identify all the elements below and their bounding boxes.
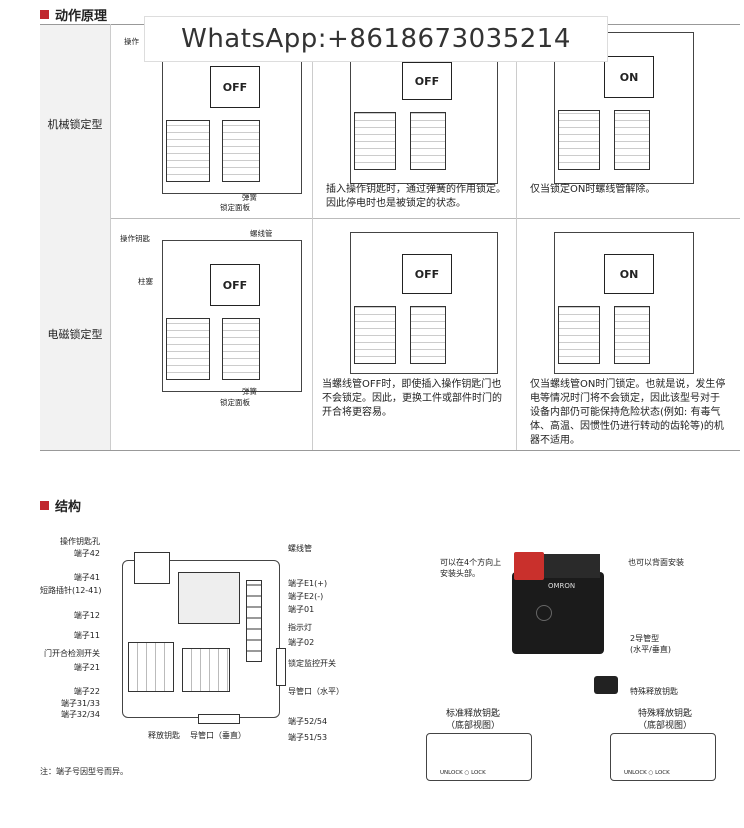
caption-em-2: 当螺线管OFF时，即使插入操作钥匙门也不会锁定。因此，更换工件或部件时门的开合将… xyxy=(322,379,502,418)
structure-note: 注：端子号因型号而异。 xyxy=(40,767,128,776)
mech-block-2a xyxy=(354,112,396,170)
structure-right-label: 端子01 xyxy=(288,605,315,614)
em-coil-3: ON xyxy=(604,254,654,294)
col-divider-1 xyxy=(110,24,111,450)
structure-left-label: 端子22 xyxy=(73,687,100,696)
key-hole xyxy=(134,552,170,584)
product-head xyxy=(514,552,544,580)
structure-left-label: 端子32/34 xyxy=(60,710,100,719)
mech-block-3a xyxy=(558,110,600,170)
em-block-3b xyxy=(614,306,650,364)
structure-right-label: 端子E2(-) xyxy=(288,592,324,601)
product-lamp xyxy=(536,605,552,621)
row-label-electromagnetic: 电磁锁定型 xyxy=(47,328,103,341)
section-title-principle: 动作原理 xyxy=(40,5,107,24)
label-conduit-vertical: 导管口（垂直） xyxy=(190,731,246,740)
section-title-structure: 结构 xyxy=(40,496,81,515)
special-key-view: （底部视图） xyxy=(638,721,693,731)
em-coil-1: OFF xyxy=(210,264,260,306)
row-label-mechanical: 机械锁定型 xyxy=(47,118,103,131)
label-operation-key: 操作钥匙 xyxy=(120,234,150,243)
section-title-text: 结构 xyxy=(55,500,82,515)
brand-label: OMRON xyxy=(548,582,576,590)
label-spring-2: 弹簧 xyxy=(242,387,257,396)
terminal-strip-right xyxy=(246,580,262,662)
photo-note-conduit-dir: (水平/垂直) xyxy=(630,645,671,654)
photo-note-back: 也可以背面安装 xyxy=(628,558,684,567)
em-block-3a xyxy=(558,306,600,364)
label-lock-plate-1: 锁定面板 xyxy=(220,203,250,212)
structure-left-label: 端子42 xyxy=(73,549,100,558)
label-spring-1: 弹簧 xyxy=(242,193,257,202)
structure-right-label: 指示灯 xyxy=(288,623,312,632)
label-solenoid: 螺线管 xyxy=(250,229,273,238)
mech-coil-3: ON xyxy=(604,56,654,98)
col-divider-2 xyxy=(312,24,313,450)
product-key-slot xyxy=(544,554,600,578)
caption-em-3: 仅当螺线管ON时门锁定。也就是说，发生停电等情况时门将不会锁定，因此该型号对于设… xyxy=(530,379,726,446)
structure-left-label: 短路插针(12-41) xyxy=(40,586,102,595)
structure-left-label: 端子31/33 xyxy=(60,699,100,708)
table-bottom-border xyxy=(40,450,740,451)
solenoid-box xyxy=(178,572,240,624)
structure-left-label: 端子21 xyxy=(73,663,100,672)
structure-right-label: 导管口（水平） xyxy=(288,687,344,696)
structure-left-label: 端子41 xyxy=(73,573,100,582)
label-lock-plate-2: 锁定面板 xyxy=(220,398,250,407)
structure-right-label: 端子02 xyxy=(288,638,315,647)
caption-mech-3: 仅当锁定ON时螺线管解除。 xyxy=(530,184,656,195)
mech-block-3b xyxy=(614,110,650,170)
structure-right-label: 端子51/53 xyxy=(288,733,328,742)
table-mid-border xyxy=(40,218,740,219)
structure-left-label: 操作钥匙孔 xyxy=(60,537,100,546)
caption-mech-2: 插入操作钥匙时，通过弹簧的作用锁定。因此停电时也是被锁定的状态。 xyxy=(326,184,506,209)
top-label: 操作 xyxy=(124,37,139,46)
standard-key-drawing xyxy=(426,733,532,781)
mech-coil-2: OFF xyxy=(402,62,452,100)
structure-right-label: 端子52/54 xyxy=(288,717,328,726)
mech-coil-1: OFF xyxy=(210,66,260,108)
standard-unlock-lock: UNLOCK ○ LOCK xyxy=(440,770,486,776)
col-divider-3 xyxy=(516,24,517,450)
structure-right-label: 端子E1(+) xyxy=(288,579,328,588)
watermark-banner: WhatsApp:+8618673035214 xyxy=(144,16,608,62)
special-unlock-lock: UNLOCK ○ LOCK xyxy=(624,770,670,776)
special-key-title: 特殊释放钥匙 xyxy=(638,709,693,719)
mech-block-1a xyxy=(166,120,210,182)
em-block-2a xyxy=(354,306,396,364)
standard-key-title: 标准释放钥匙 xyxy=(446,709,501,719)
em-block-2b xyxy=(410,306,446,364)
section-marker xyxy=(40,501,49,510)
structure-left-label: 端子11 xyxy=(73,631,100,640)
mech-block-1b xyxy=(222,120,260,182)
structure-left-label: 端子12 xyxy=(73,611,100,620)
label-release-key: 释放钥匙 xyxy=(148,731,180,740)
terminal-block-mid xyxy=(182,648,230,692)
photo-note-head: 可以在4个方向上安装头部。 xyxy=(440,558,502,578)
structure-left-label: 门开合检测开关 xyxy=(44,649,100,658)
em-block-1b xyxy=(222,318,260,380)
special-key-drawing xyxy=(610,733,716,781)
structure-right-label: 锁定监控开关 xyxy=(288,659,336,668)
product-photo xyxy=(512,572,604,654)
conduit-horizontal xyxy=(276,648,286,686)
terminal-block-left xyxy=(128,642,174,692)
section-marker xyxy=(40,10,49,19)
mech-block-2b xyxy=(410,112,446,170)
section-title-text: 动作原理 xyxy=(55,9,108,24)
standard-key-view: （底部视图） xyxy=(446,721,501,731)
conduit-vertical xyxy=(198,714,240,724)
photo-note-special-key: 特殊释放钥匙 xyxy=(630,687,678,696)
structure-right-label: 螺线管 xyxy=(288,544,312,553)
row-label-bg xyxy=(40,25,110,450)
label-plunger: 柱塞 xyxy=(138,277,153,286)
em-block-1a xyxy=(166,318,210,380)
photo-note-conduit: 2导管型 xyxy=(630,634,660,643)
em-coil-2: OFF xyxy=(402,254,452,294)
special-key-image xyxy=(594,676,618,694)
